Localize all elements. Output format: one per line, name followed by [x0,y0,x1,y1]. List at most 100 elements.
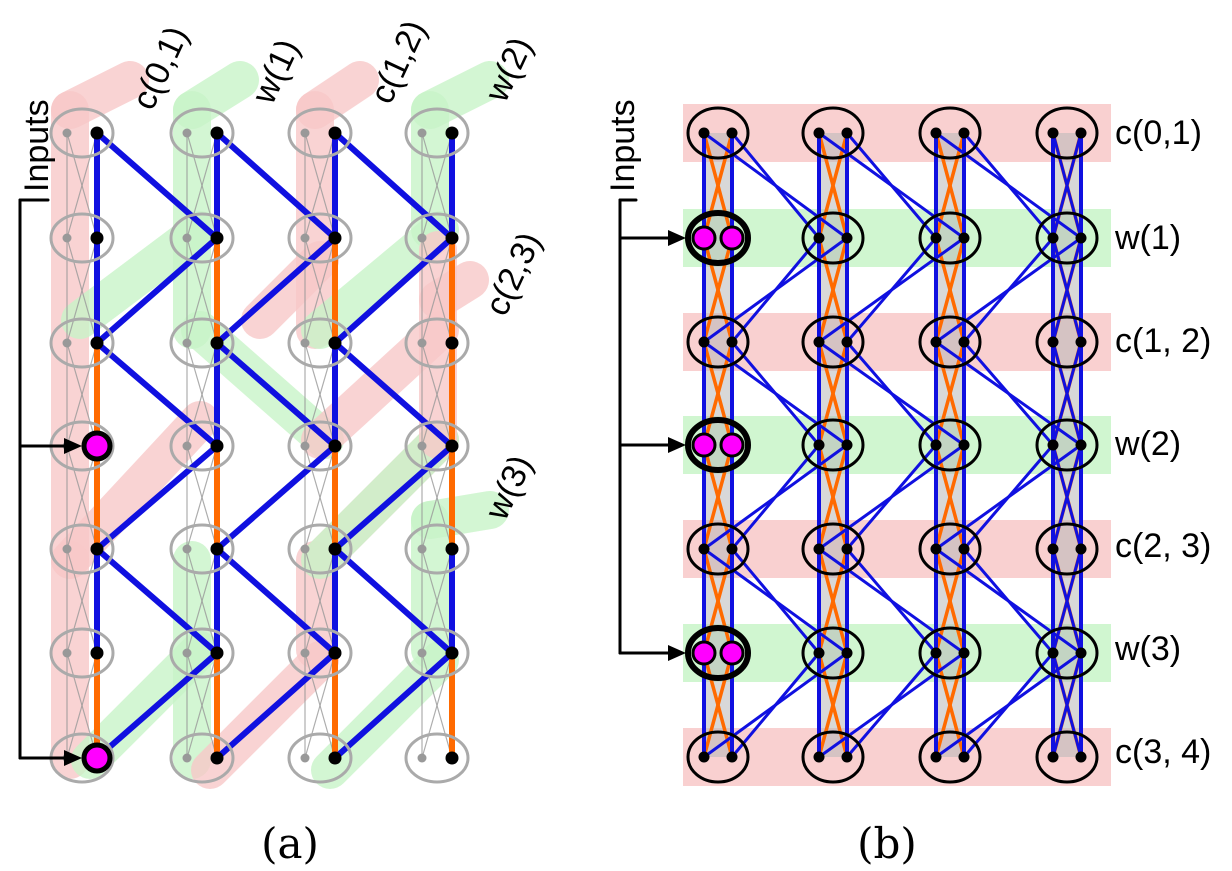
node-b-c1-r4-ring [801,522,865,576]
node-b-c2-r5-left-dot [930,647,942,659]
node-a-c2-r4-left-dot [300,544,310,554]
node-a-c0-r1-left-dot [62,233,72,243]
node-b-c0-r0-right-dot [726,127,738,139]
node-a-c1-r1-left-dot [182,233,192,243]
input-node-b-0-ring [685,210,751,266]
node-a-c1-r0-right-dot [210,126,224,140]
panel-a-orange-edges [94,235,455,761]
node-b-c3-r1-right-dot [1075,232,1087,244]
node-a-c2-r2-right-dot [328,336,342,350]
blue-a-zig-5 [94,650,220,761]
node-b-c3-r0-ring [1035,106,1099,160]
gray-a-c0-r1-2 [66,237,98,344]
node-a-c1-r2-right-dot [210,336,224,350]
gray-a-c3-r1-2 [421,237,453,344]
panel-a-blue-edges [94,130,455,761]
node-a-c0-r0-left-dot [62,128,72,138]
blue-a-zig-0 [94,130,220,241]
panel-b-input-arrows [618,198,686,661]
blue-b-diag-c1-r2-2 [845,340,938,447]
node-a-c2-r6-right-dot [328,751,342,765]
node-a-c3-r5-left-dot [417,648,427,658]
gray-a-c1-r1-2 [186,237,218,344]
panel-b-inputs-label: Inputs [604,99,642,192]
node-b-c0-r2-right-dot [726,336,738,348]
node-a-c0-r4-left-dot [62,544,72,554]
node-a-c1-r1-ring [169,212,235,264]
input-arrow-a-1-head [64,750,82,766]
node-b-c2-r3-right-dot [958,439,970,451]
node-b-c2-r3-left-dot [930,439,942,451]
node-a-c0-r0-ring [49,107,115,159]
node-a-c0-r1-right-dot [90,231,104,245]
orange-b-c2-r3-2 [934,443,966,551]
input-node-b-2-ring [685,625,751,681]
node-a-c1-r4-ring [169,523,235,575]
band-a-5 [173,61,259,129]
blue-b-diag-c3-r2-2 [1051,340,1083,447]
blue-a-zig-2 [94,340,220,449]
node-b-c0-r2-ring [686,315,750,369]
panel-b-row-label-w2: w(2) [1114,425,1181,463]
node-a-c0-r4-right-dot [90,542,104,556]
node-b-c0-r2-left-dot [698,336,710,348]
node-b-c2-r1-ring [918,211,982,265]
node-b-c3-r3-ring [1035,418,1099,472]
node-a-c2-r2-ring [287,317,353,369]
blue-b-diag-c1-r4-2 [845,547,938,655]
blue-b-diag-c3-r3-2 [1051,443,1083,551]
node-a-c0-r2-left-dot [62,338,72,348]
input-node-b-2-left [691,640,717,666]
node-b-c3-r5-right-dot [1075,647,1087,659]
input-node-b-1-ring [685,417,751,473]
input-node-b-1-right [719,432,745,458]
node-b-c2-r6-ring [918,730,982,784]
band-a-2 [51,401,219,579]
orange-b-c2-r5-2 [934,651,966,759]
node-a-c3-r3-right-dot [445,439,459,453]
gray-a-c1-r2-2 [186,342,218,447]
node-a-c3-r2-ring [404,317,470,369]
node-b-c3-r5-ring [1035,626,1099,680]
band-a-20 [301,421,459,579]
blue-b-diag-c0-r1-2 [730,236,821,344]
node-a-c0-r2-right-dot [90,336,104,350]
node-b-c1-r6-left-dot [813,751,825,763]
node-a-c3-r6-ring [404,732,470,784]
node-a-c3-r0-ring [404,107,470,159]
node-a-c1-r6-left-dot [182,753,192,763]
blue-a-zig-9 [214,443,338,552]
node-b-c1-r5-left-dot [813,647,825,659]
gray-a-c2-r1-2 [304,237,336,344]
node-b-c2-r2-ring [918,315,982,369]
node-a-c3-r0-left-dot [417,128,427,138]
node-a-c1-r6-ring [169,732,235,784]
node-b-c1-r3-ring [801,418,865,472]
node-b-c1-r5-right-dot [841,647,853,659]
node-b-c1-r1-left-dot [813,232,825,244]
node-a-c3-r5-ring [404,627,470,679]
node-b-c2-r0-ring [918,106,982,160]
row-band-b-0 [683,104,1111,162]
node-b-c2-r4-left-dot [930,543,942,555]
orange-b-c2-r1-2 [934,236,966,344]
node-b-c3-r4-right-dot [1075,543,1087,555]
blue-b-diag-c0-r3-2 [730,443,821,551]
blue-a-zig-6 [214,130,338,241]
band-a-9 [71,631,219,779]
row-band-b-4 [683,520,1111,578]
blue-b-diag-c2-r4-2 [962,547,1055,655]
node-a-c1-r5-ring [169,627,235,679]
node-b-c2-r2-left-dot [930,336,942,348]
node-b-c3-r0-right-dot [1075,127,1087,139]
panel-a-input-arrows [18,198,82,766]
node-a-c2-r0-ring [287,107,353,159]
blue-a-zig-1 [94,235,220,346]
node-b-c1-r4-left-dot [813,543,825,555]
node-b-c3-r0-left-dot [1047,127,1059,139]
orange-b-c1-r5-2 [817,651,849,759]
input-node-a-0 [81,430,113,462]
node-b-c1-r1-ring [801,211,865,265]
node-b-c2-r4-ring [918,522,982,576]
gray-a-c0-r4-2 [66,548,98,654]
